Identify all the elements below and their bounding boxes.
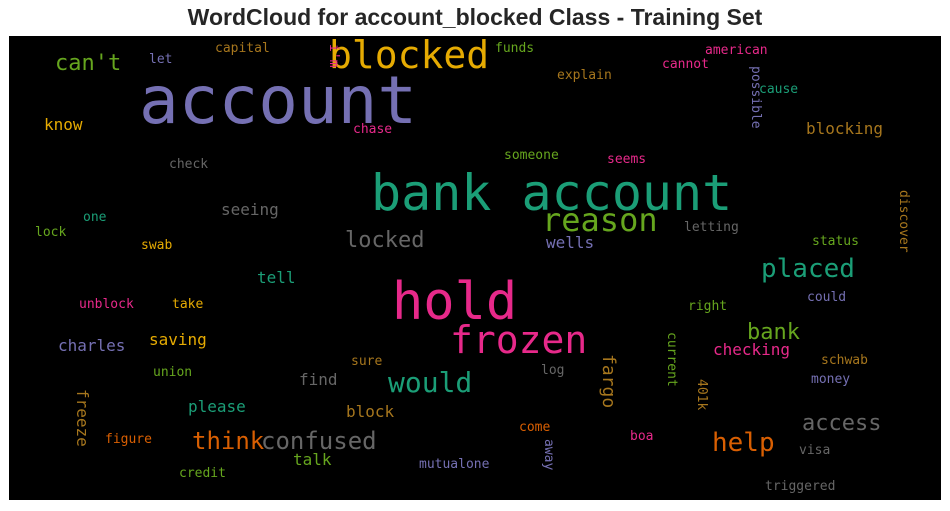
word-swab: swab bbox=[141, 238, 173, 253]
word-could: could bbox=[807, 290, 847, 305]
word-cannot: cannot bbox=[662, 57, 709, 72]
word-think: think bbox=[192, 427, 265, 455]
word-tell: tell bbox=[257, 268, 296, 287]
word-wells: wells bbox=[546, 233, 595, 252]
word-possible: possible bbox=[748, 66, 763, 129]
word-lock: lock bbox=[35, 225, 67, 240]
word-check: check bbox=[169, 157, 209, 172]
word-bank: bank bbox=[747, 320, 800, 345]
word-block: block bbox=[346, 402, 395, 421]
word-checking: checking bbox=[713, 340, 791, 359]
word-charles: charles bbox=[58, 336, 126, 355]
word-status: status bbox=[812, 234, 859, 249]
word-reason: reason bbox=[542, 201, 658, 239]
word-come: come bbox=[519, 420, 551, 435]
word-find: find bbox=[299, 370, 338, 389]
word-current: current bbox=[664, 332, 679, 387]
word-cause: cause bbox=[759, 82, 799, 97]
word-frozen: frozen bbox=[450, 318, 588, 362]
word-know: know bbox=[44, 115, 83, 134]
word-placed: placed bbox=[761, 254, 855, 284]
word-union: union bbox=[153, 365, 193, 380]
word-capital: capital bbox=[215, 41, 270, 56]
word-can-t: can't bbox=[55, 51, 122, 76]
word-seems: seems bbox=[607, 152, 647, 167]
word-triggered: triggered bbox=[765, 479, 836, 494]
word-please: please bbox=[188, 397, 246, 416]
word-seeing: seeing bbox=[221, 200, 279, 219]
word-hold: hold bbox=[392, 272, 518, 332]
word-explain: explain bbox=[557, 68, 612, 83]
word-freeze: freeze bbox=[73, 389, 92, 447]
word-sure: sure bbox=[351, 354, 383, 369]
word-help: help bbox=[712, 428, 775, 458]
word-saving: saving bbox=[149, 330, 207, 349]
word-locked: locked bbox=[345, 228, 425, 253]
word-letting: letting bbox=[684, 220, 739, 235]
word-unblock: unblock bbox=[79, 297, 134, 312]
word-someone: someone bbox=[504, 148, 559, 163]
word-chase: chase bbox=[353, 122, 393, 137]
word-account: account bbox=[139, 62, 418, 139]
word-i-m: i'm bbox=[326, 44, 341, 68]
word-log: log bbox=[541, 363, 565, 378]
word-one: one bbox=[83, 210, 107, 225]
word-money: money bbox=[811, 372, 851, 387]
word-mutualone: mutualone bbox=[419, 457, 490, 472]
word-would: would bbox=[388, 366, 473, 399]
word-take: take bbox=[172, 297, 204, 312]
word-fargo: fargo bbox=[598, 354, 619, 409]
word-let: let bbox=[149, 52, 173, 67]
word-right: right bbox=[688, 299, 728, 314]
word-discover: discover bbox=[896, 190, 911, 253]
word-away: away bbox=[541, 439, 556, 471]
word-confused: confused bbox=[261, 427, 377, 455]
word-401k: 401k bbox=[694, 379, 709, 411]
chart-title: WordCloud for account_blocked Class - Tr… bbox=[187, 4, 763, 30]
word-boa: boa bbox=[630, 429, 654, 444]
word-access: access bbox=[802, 411, 882, 436]
word-bank-account: bank account bbox=[371, 164, 733, 222]
word-schwab: schwab bbox=[821, 353, 868, 368]
word-visa: visa bbox=[799, 443, 831, 458]
word-figure: figure bbox=[105, 432, 152, 447]
word-credit: credit bbox=[179, 466, 226, 481]
word-american: american bbox=[705, 43, 768, 58]
word-funds: funds bbox=[495, 41, 535, 56]
word-blocked: blocked bbox=[329, 36, 490, 77]
word-blocking: blocking bbox=[806, 119, 884, 138]
word-talk: talk bbox=[293, 450, 332, 469]
